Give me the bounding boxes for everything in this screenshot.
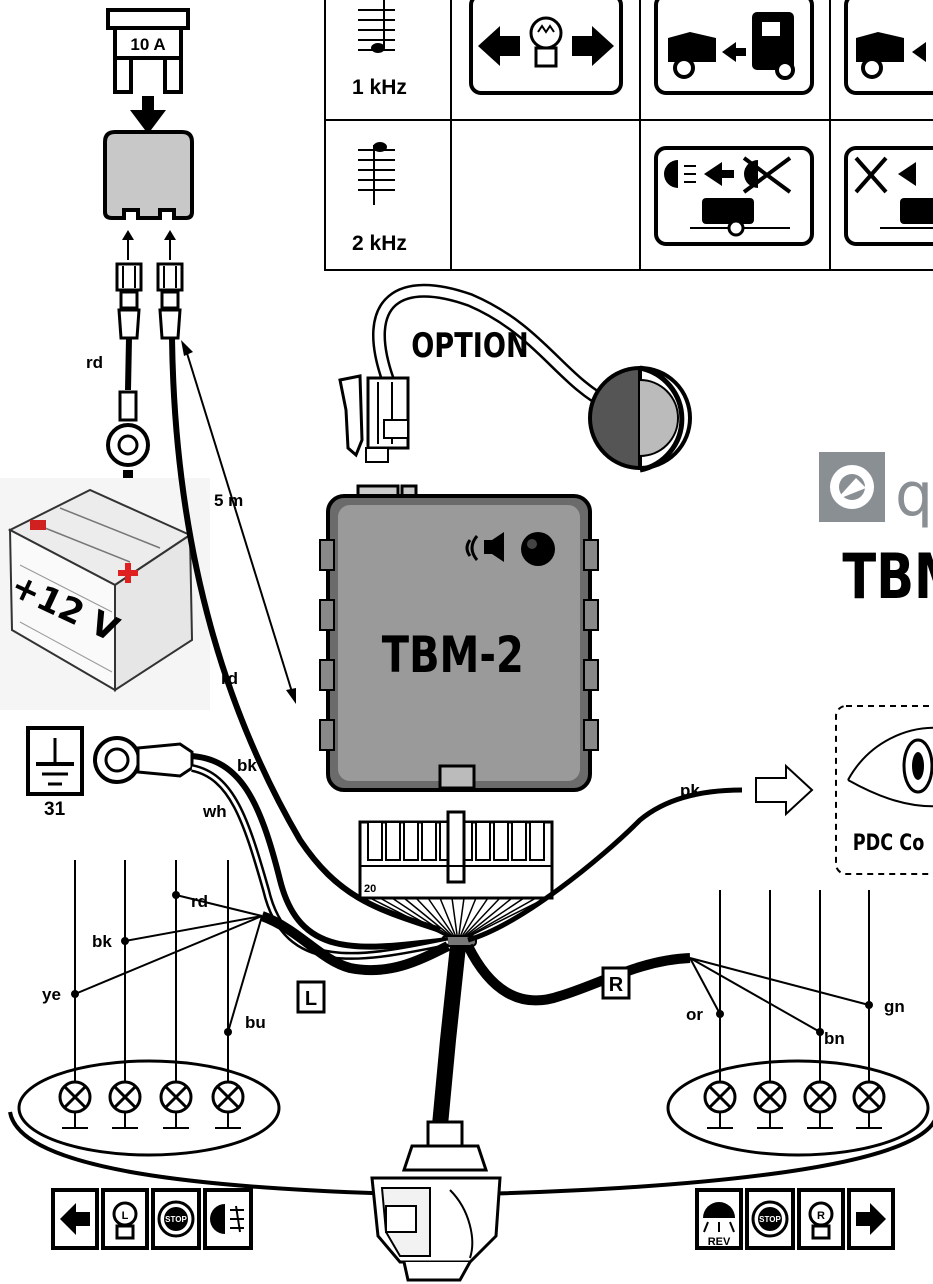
pictogram-right-arrow	[847, 1188, 895, 1250]
side-marker-left-label: L	[305, 988, 317, 1010]
pictogram-right-stop	[745, 1188, 795, 1250]
wire-label-left-rd: rd	[191, 892, 208, 911]
right-harness	[463, 890, 873, 1070]
wire-label-long-rd: rd	[221, 669, 238, 688]
wire-label-left-bk: bk	[92, 932, 112, 951]
length-arrow	[181, 340, 296, 704]
pictogram-right-reverse	[695, 1188, 743, 1250]
freq-2khz-label: 2 kHz	[352, 232, 407, 255]
side-marker-left	[296, 980, 326, 1014]
left-harness	[71, 860, 451, 1070]
wire-label-right-bn: bn	[824, 1029, 845, 1048]
pdc-label: PDC Co	[853, 830, 925, 855]
arrow-up-icon	[122, 230, 176, 260]
wire-label-right-or: or	[686, 1005, 703, 1024]
pictogram-left-position-light	[101, 1188, 149, 1250]
connector-pin-count: 20	[364, 883, 376, 895]
fog-lamp-off-icon	[654, 146, 814, 246]
arrow-down-icon	[130, 96, 166, 134]
brand-product: TBM	[842, 542, 933, 614]
lamp-icon	[703, 1080, 886, 1114]
fuse-rating: 10 A	[130, 35, 165, 54]
module-name: TBM-2	[382, 626, 524, 685]
right-lamp-cluster	[666, 1059, 930, 1157]
freq-1khz-label: 1 kHz	[352, 76, 407, 99]
pictogram-right-position-light-label: R	[817, 1210, 825, 1222]
battery-icon	[0, 478, 210, 710]
pictogram-left-fog	[203, 1188, 253, 1250]
pictogram-left-position-light-label: L	[122, 1210, 129, 1222]
speaker-icon	[465, 532, 555, 566]
frequency-table: 1 kHz 2 kHz	[324, 0, 933, 271]
fuse-icon	[106, 8, 190, 94]
pictogram-right-reverse-label: REV	[708, 1236, 731, 1248]
brand-logo-icon	[819, 452, 885, 522]
wire-label-ground-bk: bk	[237, 756, 257, 775]
fuse-holder	[103, 130, 194, 220]
ring-terminal-icon	[106, 390, 150, 467]
connector-plug-icon	[370, 1120, 502, 1282]
side-marker-right-label: R	[609, 974, 624, 996]
side-marker-right	[601, 966, 631, 1000]
wire-label-ground-wh: wh	[202, 802, 227, 821]
wire-fan	[369, 897, 547, 943]
main-cable	[432, 945, 466, 1126]
wire-label-pink: pk	[680, 781, 700, 800]
sensor-icon	[588, 365, 692, 473]
note-high-icon	[358, 142, 395, 205]
fog-lamp-on-icon	[844, 146, 933, 246]
ground-icon	[26, 726, 84, 796]
indicator-lamp-icon	[469, 0, 623, 95]
trailer-to-car-icon	[844, 0, 933, 95]
wire-label-left-bu: bu	[245, 1013, 266, 1032]
brand-name: q	[895, 460, 933, 530]
wire-label-left-ye: ye	[42, 985, 61, 1004]
wire-label-right-gn: gn	[884, 997, 905, 1016]
arrow-right-icon	[755, 763, 814, 817]
option-cable	[372, 283, 617, 412]
note-low-icon	[358, 0, 395, 53]
pictogram-left-arrow	[51, 1188, 99, 1250]
option-label: OPTION	[411, 326, 529, 366]
eye-icon	[847, 726, 933, 808]
wire-label-battery-rd: rd	[86, 353, 103, 372]
tbm-module	[319, 484, 599, 792]
ground-terminal-number: 31	[44, 799, 66, 820]
ground-ring-terminal	[93, 736, 194, 784]
cable-length: 5 m	[214, 491, 243, 510]
pictogram-right-stop-label: STOP	[759, 1215, 781, 1224]
spade-connector-right	[156, 262, 184, 340]
pictogram-right-position-light	[797, 1188, 845, 1250]
car-to-trailer-icon	[654, 0, 814, 95]
sensor-clip-icon	[338, 374, 410, 463]
lamp-icon	[58, 1080, 245, 1114]
spade-connector-left	[115, 262, 143, 340]
pictogram-left-stop	[151, 1188, 201, 1250]
pictogram-left-stop-label: STOP	[165, 1215, 187, 1224]
connector-20pin	[358, 810, 554, 900]
